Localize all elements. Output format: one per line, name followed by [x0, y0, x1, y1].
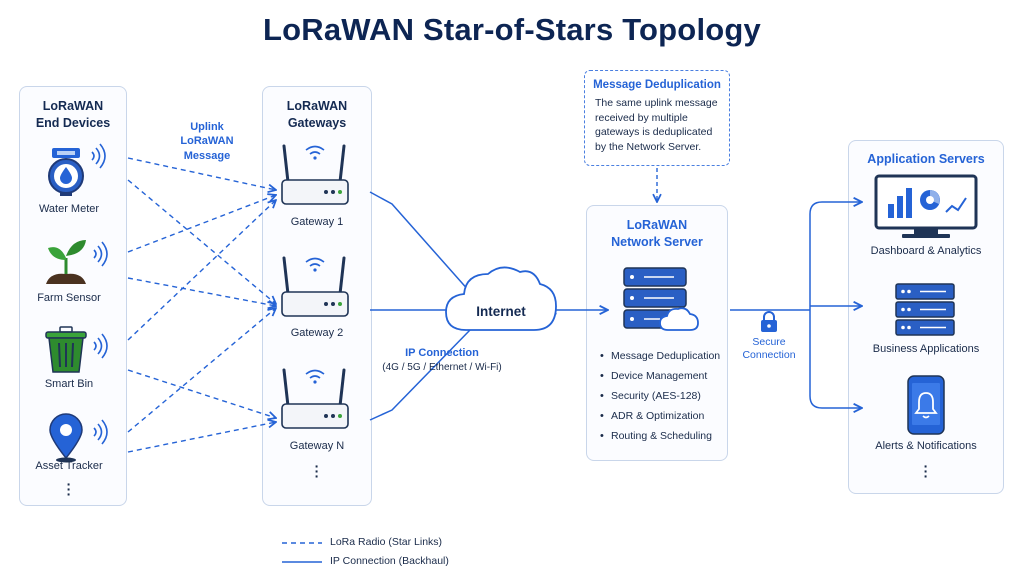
device-label-asset-tracker: Asset Tracker: [35, 460, 103, 472]
lora-radio-links: [127, 157, 276, 453]
signal-waves-icon: [93, 419, 108, 445]
gateway-label-n: Gateway N: [289, 440, 345, 452]
uplink-label: Uplink LoRaWAN Message: [180, 121, 234, 162]
gateway-label-2: Gateway 2: [290, 327, 344, 339]
app-label-alerts: Alerts & Notifications: [875, 440, 977, 452]
app-label-dashboard: Dashboard & Analytics: [870, 245, 982, 257]
server-rack-icon: [895, 283, 955, 336]
gateway-router-icon: [281, 368, 349, 429]
legend-ip-label: IP Connection (Backhaul): [330, 555, 449, 567]
secure-connection-label: Secure Connection: [742, 336, 796, 361]
feature-item: Message Deduplication: [600, 346, 720, 366]
trash-bin-icon: [45, 326, 87, 373]
legend: [282, 542, 322, 563]
device-label-smart-bin: Smart Bin: [44, 378, 94, 390]
gateway-router-icon: [281, 256, 349, 317]
end-devices-title: LoRaWAN End Devices: [35, 99, 111, 130]
app-server-links: [730, 202, 862, 408]
feature-item: Security (AES-128): [600, 386, 720, 406]
internet-label: Internet: [476, 304, 526, 319]
app-servers-title: Application Servers: [867, 152, 985, 166]
water-meter-icon: [48, 148, 84, 196]
backhaul-links: [369, 191, 471, 421]
feature-item: Device Management: [600, 366, 720, 386]
gateway-label-1: Gateway 1: [290, 216, 344, 228]
legend-radio-label: LoRa Radio (Star Links): [330, 536, 443, 548]
signal-waves-icon: [91, 143, 106, 169]
more-devices-ellipsis: ···: [66, 476, 72, 502]
network-server-features: Message Deduplication Device Management …: [600, 346, 720, 446]
feature-item: Routing & Scheduling: [600, 426, 720, 446]
network-server-title: LoRaWAN Network Server: [611, 218, 703, 249]
page-title: LoRaWAN Star-of-Stars Topology: [263, 12, 761, 47]
dedup-note-title: Message Deduplication: [593, 79, 721, 91]
device-label-water-meter: Water Meter: [38, 203, 100, 215]
gateway-router-icon: [281, 144, 349, 205]
more-apps-ellipsis: ···: [923, 458, 929, 484]
phone-bell-icon: [907, 375, 945, 435]
server-cloud-icon: [623, 267, 699, 331]
device-label-farm-sensor: Farm Sensor: [37, 292, 101, 304]
analytics-monitor-icon: [874, 174, 978, 238]
ip-connection-label: IP Connection (4G / 5G / Ethernet / Wi-F…: [382, 347, 502, 373]
lock-icon: [761, 311, 777, 332]
location-pin-icon: [49, 413, 83, 463]
feature-item: ADR & Optimization: [600, 406, 720, 426]
app-label-business: Business Applications: [872, 343, 980, 355]
plant-sensor-icon: [46, 240, 86, 284]
dedup-note: Message Deduplication The same uplink me…: [584, 70, 730, 166]
dedup-note-text: The same uplink message received by mult…: [595, 97, 718, 154]
more-gateways-ellipsis: ···: [314, 458, 320, 484]
signal-waves-icon: [93, 241, 108, 267]
cloud-icon: [445, 266, 557, 331]
gateways-title: LoRaWAN Gateways: [286, 99, 348, 130]
signal-waves-icon: [93, 333, 108, 359]
